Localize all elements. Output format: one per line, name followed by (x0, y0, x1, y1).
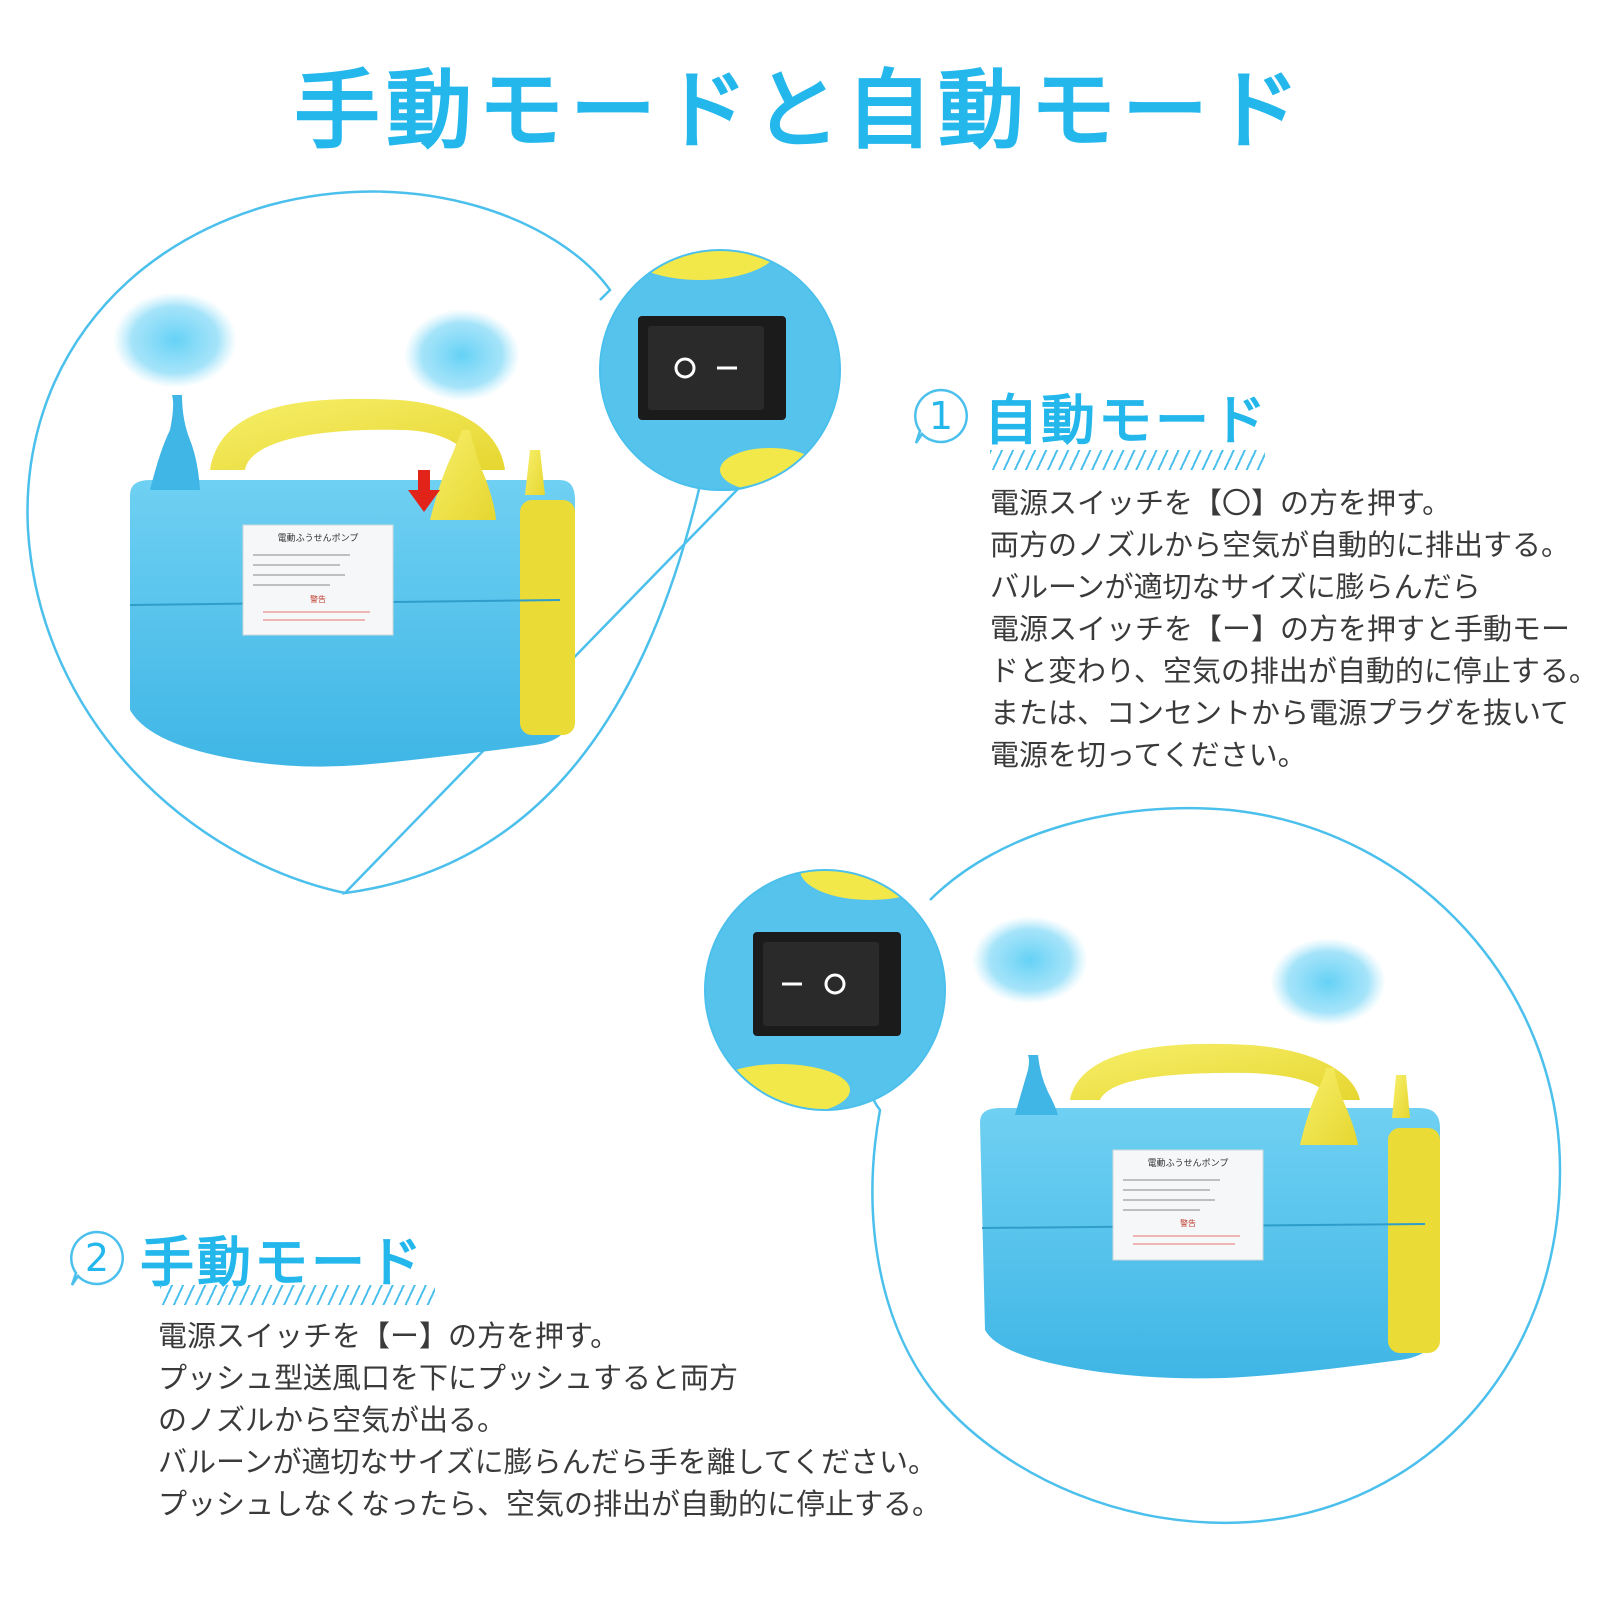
section-divider (990, 450, 1265, 470)
product-label-heading: 電動ふうせんポンプ (278, 533, 359, 544)
section-title: 自動モード (984, 389, 1269, 452)
description-line: または、コンセントから電源プラグを抜いて (990, 696, 1570, 730)
page-title: 手動モードと自動モード (294, 61, 1306, 161)
description-line: 両方のノズルから空気が自動的に排出する。 (990, 528, 1571, 562)
section-number-badge: 2 (68, 1229, 126, 1287)
speech-circle-icon (69, 1230, 125, 1286)
description-line: バルーンが適切なサイズに膨らんだら手を離してください。 (158, 1445, 937, 1479)
section-title: 手動モード (140, 1231, 425, 1294)
section-number: 2 (84, 1235, 110, 1280)
section-number: 1 (928, 393, 954, 438)
description-line: ドと変わり、空気の排出が自動的に停止する。 (990, 654, 1598, 688)
product-label-2: 電動ふうせんポンプ 警告 (1112, 1149, 1264, 1261)
description-line: プッシュしなくなったら、空気の排出が自動的に停止する。 (158, 1487, 942, 1521)
section-divider (160, 1285, 435, 1305)
product-label-1: 電動ふうせんポンプ 警告 (242, 524, 394, 636)
description-line: 電源を切ってください。 (990, 738, 1307, 772)
section-auto-header: 1 自動モード (912, 376, 1269, 455)
pump-2: 電動ふうせんポンプ 警告 (972, 916, 1440, 1379)
description-line: 電源スイッチを【ー】の方を押すと手動モー (990, 612, 1571, 646)
product-label-heading: 電動ふうせんポンプ (1148, 1158, 1229, 1169)
push-arrow-icon (408, 470, 440, 512)
speech-circle-icon (913, 388, 969, 444)
description-line: バルーンが適切なサイズに膨らんだら (990, 570, 1481, 604)
section-manual-description: 電源スイッチを【ー】の方を押す。 プッシュ型送風口を下にプッシュすると両方 のノ… (158, 1315, 941, 1525)
section-manual-header: 2 手動モード (68, 1218, 425, 1297)
description-line: のノズルから空気が出る。 (158, 1403, 507, 1437)
switch-zoom-1 (599, 249, 841, 491)
product-label-warning: 警告 (1180, 1218, 1196, 1228)
description-line: 電源スイッチを【ー】の方を押す。 (158, 1319, 620, 1353)
description-line: 電源スイッチを【〇】の方を押す。 (990, 486, 1452, 520)
section-number-badge: 1 (912, 387, 970, 445)
section-auto-description: 電源スイッチを【〇】の方を押す。 両方のノズルから空気が自動的に排出する。 バル… (990, 482, 1598, 776)
description-line: プッシュ型送風口を下にプッシュすると両方 (158, 1361, 739, 1395)
bubble-outline-2 (868, 806, 1562, 1525)
switch-zoom-2 (704, 869, 946, 1111)
product-label-warning: 警告 (310, 594, 326, 604)
pump-1: 電動ふうせんポンプ 警告 (113, 292, 575, 767)
